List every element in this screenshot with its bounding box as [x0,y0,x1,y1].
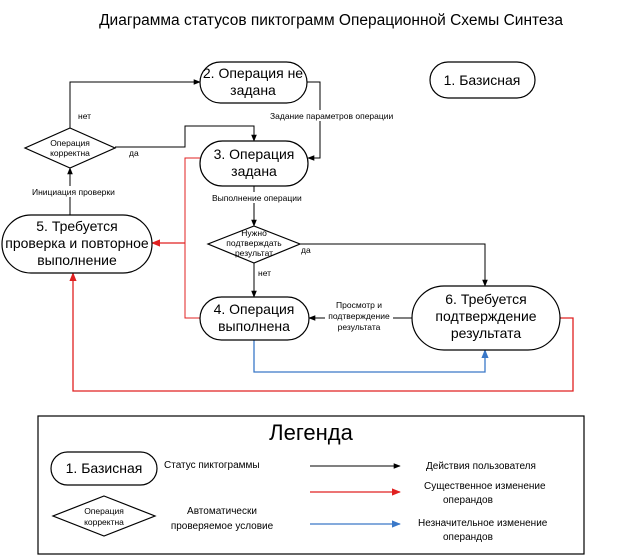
state-3-set: 3. Операция задана [199,140,309,187]
legend-decision-desc-1: Автоматически [187,506,257,517]
edge-s4-to-s6-blue [253,340,489,373]
label-prosmotr-3: результата [338,322,381,332]
legend-title: Легенда [269,420,353,445]
legend-decision-line-1: Операция [84,506,124,516]
label-zadanie: Задание параметров операции [270,111,394,121]
legend-arrow-user-label: Действия пользователя [426,461,536,472]
decision-2-line-2: подтверждать [226,238,282,248]
label-da-d2: да [301,245,311,255]
legend-decision-shape [51,495,157,537]
legend-decision-desc-2: проверяемое условие [171,521,274,532]
state-5-line-1: 5. Требуется [36,218,117,234]
label-net-top: нет [78,111,91,121]
decision-operation-correct: Операция корректна [23,127,117,169]
legend-state-example: 1. Базисная [66,460,143,476]
state-3-line-1: 3. Операция [214,146,295,162]
decision-1-line-1: Операция [50,138,90,148]
state-6-line-2: подтверждение [435,308,536,324]
state-6-line-1: 6. Требуется [445,291,526,307]
state-5-needs-check: 5. Требуется проверка и повторное выполн… [1,214,153,274]
state-4-done: 4. Операция выполнена [199,296,310,341]
label-da-d1: да [129,148,139,158]
edge-s6-to-s5-red [69,272,574,392]
label-prosmotr-1: Просмотр и [336,300,382,310]
legend-arrow-major-label-2: операндов [443,495,493,506]
state-6-needs-confirm: 6. Требуется подтверждение результата [411,285,561,351]
state-1-basis: 1. Базисная [429,61,536,99]
state-4-line-2: выполнена [218,318,290,334]
label-vypolnenie: Выполнение операции [212,193,302,203]
state-4-line-1: 4. Операция [214,301,295,317]
decision-1-line-2: корректна [50,148,90,158]
decision-2-line-1: Нужно [241,228,267,238]
state-5-line-2: проверка и повторное [5,235,149,251]
decision-confirm-needed: Нужно подтверждать результат [206,225,302,264]
label-prosmotr-2: подтверждение [328,311,390,321]
legend-arrow-minor-label-2: операндов [443,532,493,543]
label-iniciacia: Инициация проверки [32,187,115,197]
state-1-label: 1. Базисная [444,72,521,88]
label-net-d2: нет [258,268,271,278]
legend-arrow-major-label-1: Существенное изменение [424,481,546,492]
state-2-line-1: 2. Операция не [203,65,303,81]
legend-arrow-minor-label-1: Незначительное изменение [418,518,548,529]
state-5-line-3: выполнение [37,252,117,268]
legend-decision-line-2: корректна [84,517,124,527]
edge-d1-to-s3 [115,125,257,148]
state-2-line-2: задана [230,82,276,98]
legend-state-desc: Статус пиктограммы [164,460,260,471]
edge-d2-to-s6 [300,243,488,287]
edge-d1-to-s2 [69,79,201,130]
legend: Легенда 1. Базисная Статус пиктограммы О… [37,415,585,555]
edge-s3-s4-to-s5-red [184,157,200,319]
state-3-line-2: задана [231,163,277,179]
state-6-line-3: результата [451,325,522,341]
state-2-not-set: 2. Операция не задана [199,61,308,104]
page-title: Диаграмма статусов пиктограмм Операционн… [99,12,563,29]
legend-state-shape [50,451,158,486]
decision-2-line-3: результат [235,248,273,258]
